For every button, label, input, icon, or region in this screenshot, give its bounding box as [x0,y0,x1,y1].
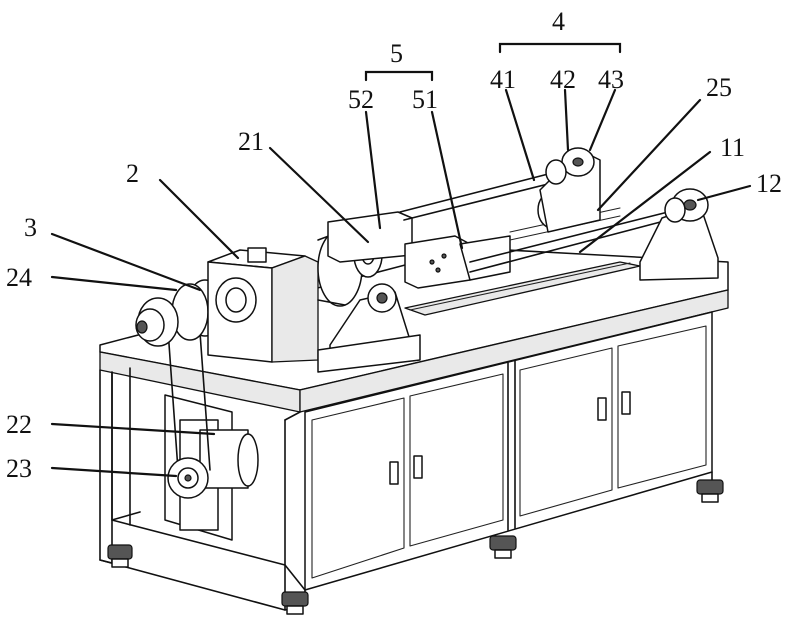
label-42: 42 [550,65,576,94]
headstock-side [272,256,318,362]
label-25: 25 [706,73,732,102]
door-handle-3 [598,398,606,420]
label-41: 41 [490,65,516,94]
leader-52 [366,112,380,228]
leader-23 [52,468,176,476]
door-handle-2 [414,456,422,478]
label-52: 52 [348,85,374,114]
leader-3 [52,234,200,290]
label-23: 23 [6,454,32,483]
label-24: 24 [6,263,32,292]
leader-24 [52,277,176,290]
leveling-foot-2 [282,592,308,614]
label-51: 51 [412,85,438,114]
label-3: 3 [24,213,37,242]
door-handle-1 [390,462,398,484]
door-handle-4 [622,392,630,414]
leader-42 [565,90,568,150]
left-frame [100,370,112,563]
carriage-block-52 [328,212,412,262]
leader-43 [590,90,615,150]
leveling-foot-1 [108,545,132,567]
label-21: 21 [238,127,264,156]
bracket-5 [366,72,432,80]
label-4: 4 [552,7,565,36]
bracket-4 [500,44,620,52]
leader-41 [506,90,534,180]
label-11: 11 [720,133,745,162]
leveling-foot-3 [490,536,516,558]
label-43: 43 [598,65,624,94]
label-5: 5 [390,39,403,68]
label-2: 2 [126,159,139,188]
label-12: 12 [756,169,782,198]
leader-51 [432,112,462,248]
leader-21 [270,148,368,242]
leader-2 [160,180,238,258]
leader-12 [698,186,750,200]
leveling-foot-4 [697,480,723,502]
label-22: 22 [6,410,32,439]
